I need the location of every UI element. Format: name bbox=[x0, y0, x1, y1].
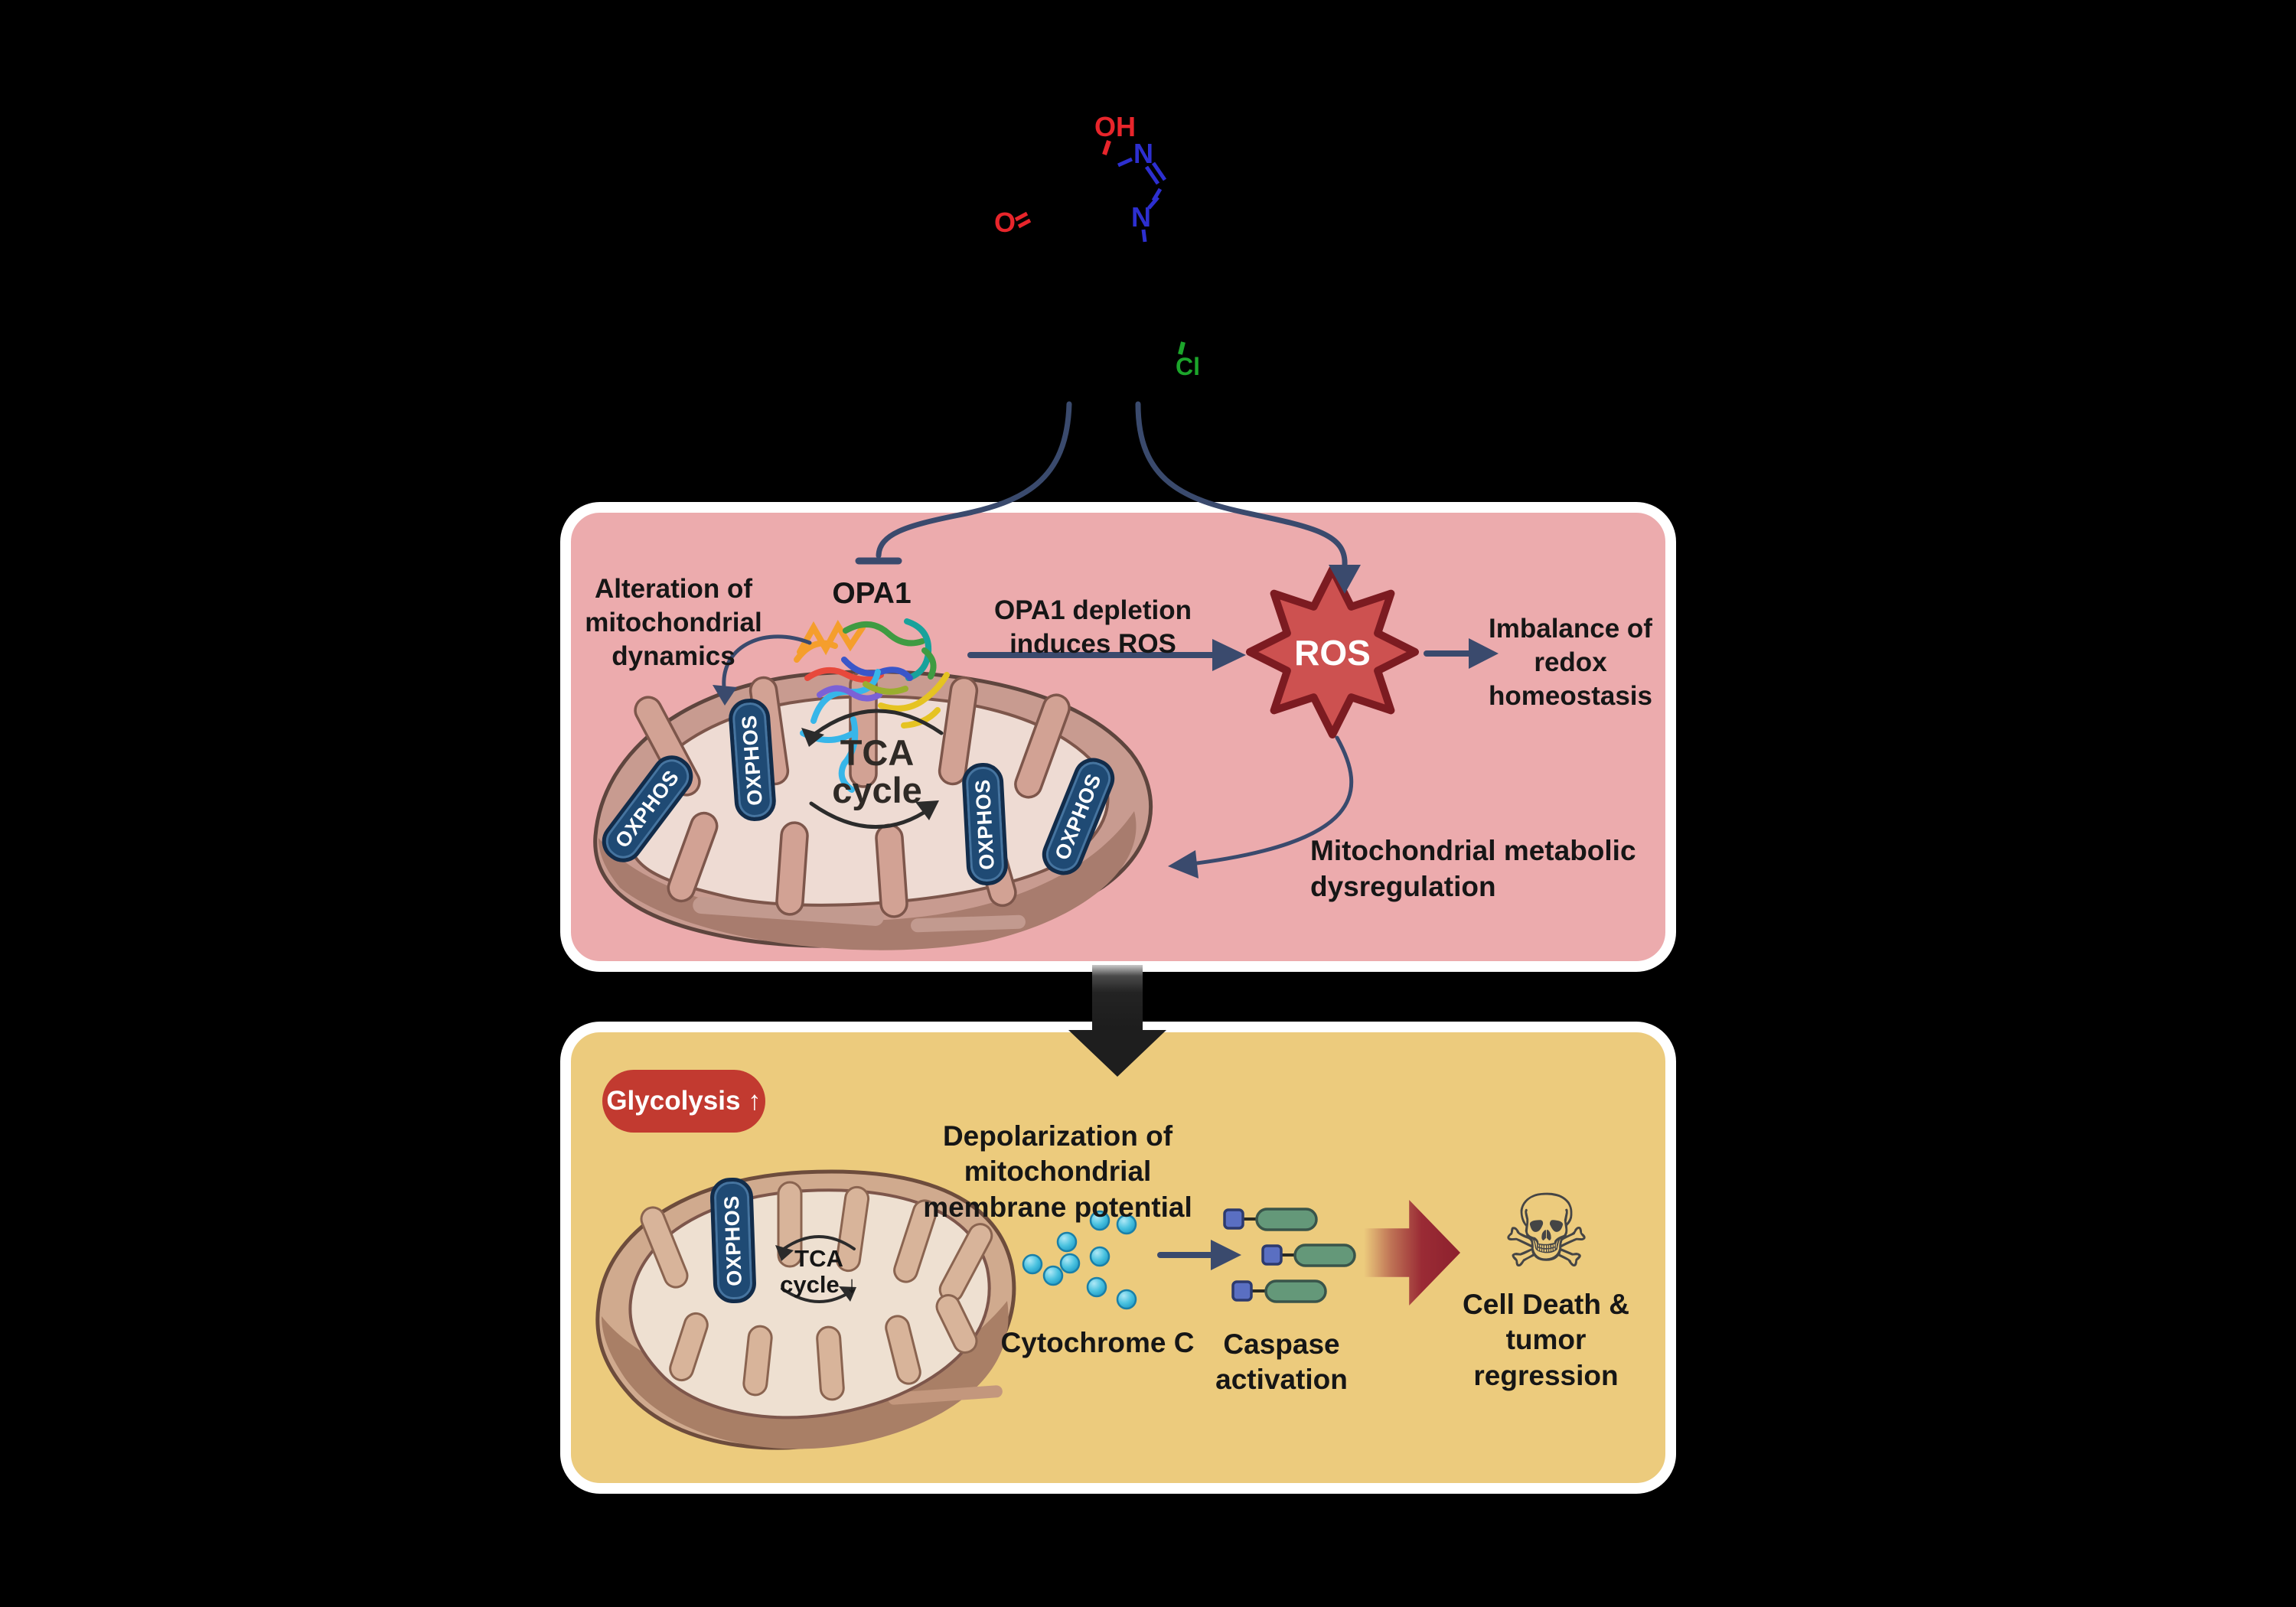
molecule-n-top: N bbox=[1133, 138, 1153, 169]
alteration-label: Alteration of mitochondrial dynamics bbox=[585, 574, 762, 671]
oxphos-pill-label: OXPHOS bbox=[970, 778, 999, 870]
molecule-n-bottom: N bbox=[1131, 201, 1151, 233]
dysregulation-label: Mitochondrial metabolic dysregulation bbox=[1310, 835, 1636, 903]
cytochrome-label: Cytochrome C bbox=[1000, 1327, 1195, 1358]
glycolysis-badge: Glycolysis ↑ bbox=[602, 1070, 765, 1133]
molecule-cl: Cl bbox=[1176, 353, 1200, 380]
oxphos-pill-label: OXPHOS bbox=[719, 1195, 746, 1286]
ros-label: ROS bbox=[1294, 633, 1371, 673]
oxphos-pill-3: OXPHOS bbox=[960, 761, 1009, 887]
molecule-oh: OH bbox=[1094, 111, 1136, 142]
caspase-label: Caspase activation bbox=[1215, 1328, 1348, 1396]
opa1-label: OPA1 bbox=[832, 577, 912, 610]
oxphos-pill-2: OXPHOS bbox=[727, 697, 778, 823]
oxphos-pill-label: OXPHOS bbox=[737, 713, 767, 807]
tca-cycle-label: TCA cycle bbox=[832, 732, 922, 810]
depletion-label: OPA1 depletion induces ROS bbox=[994, 595, 1192, 659]
drug-molecule: OH N N O Cl bbox=[994, 111, 1200, 380]
tca-cycle-small-label: TCA cycle ↓ bbox=[780, 1245, 858, 1299]
molecule-o: O bbox=[994, 207, 1016, 238]
cell-death-label: Cell Death & tumor regression bbox=[1463, 1289, 1629, 1391]
depolarization-label: Depolarization of mitochondrial membrane… bbox=[923, 1120, 1192, 1223]
skull-crossbones-icon: ☠ bbox=[1501, 1175, 1592, 1288]
imbalance-label: Imbalance of redox homeostasis bbox=[1489, 614, 1652, 711]
oxphos-pill-yellow: OXPHOS bbox=[709, 1177, 757, 1304]
